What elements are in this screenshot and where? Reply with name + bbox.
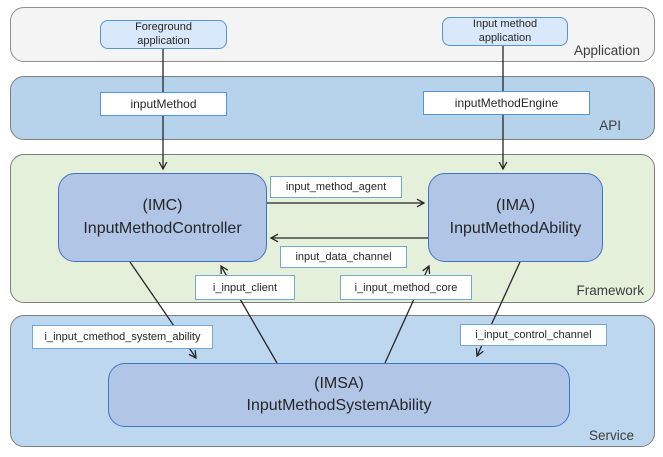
edge-label-input-method-agent: input_method_agent [270,176,402,198]
api-layer-label: API [599,118,621,133]
service-layer-label: Service [588,428,634,443]
edge-label-text: i_input_control_channel [475,329,592,341]
node-name: InputMethodController [83,219,242,237]
node-abbr: (IMC) [142,197,183,215]
edge-label-text: input_data_channel [295,251,392,263]
node-label-line: Foreground [135,20,192,33]
node-label-line: application [478,31,532,44]
node-input-method-system-ability: (IMSA) InputMethodSystemAbility [108,363,570,427]
node-abbr: (IMSA) [314,374,364,392]
application-layer-label: Application [573,43,640,58]
node-name: InputMethodSystemAbility [246,397,432,414]
edge-label-i-input-client: i_input_client [195,275,295,300]
node-label: inputMethod [130,97,197,111]
node-inputmethod-api: inputMethod [100,92,227,116]
edge-label-text: i_input_client [212,281,278,294]
edge-label-i-input-method-core: i_input_method_core [340,275,472,300]
node-label-line: Input method [472,17,538,30]
edge-label-i-input-control-channel: i_input_control_channel [460,324,607,346]
edge-label-text: i_input_cmethod_system_ability [44,331,201,343]
node-label: inputMethodEngine [454,96,559,110]
node-foreground-application: Foreground application [100,20,227,49]
node-input-method-controller: (IMC) InputMethodController [58,173,267,262]
edge-label-i-input-cmethod-system-ability: i_input_cmethod_system_ability [32,325,213,349]
edge-label-text: i_input_method_core [354,281,458,294]
node-input-method-ability: (IMA) InputMethodAbility [428,173,603,262]
edge-label-text: input_method_agent [285,181,387,193]
node-label-line: application [137,34,190,47]
node-name: InputMethodAbility [449,219,582,237]
edge-label-input-data-channel: input_data_channel [280,246,407,268]
node-input-method-application: Input method application [442,17,568,46]
framework-layer-label: Framework [576,283,644,298]
node-inputmethodengine-api: inputMethodEngine [423,91,590,115]
node-abbr: (IMA) [495,197,536,215]
